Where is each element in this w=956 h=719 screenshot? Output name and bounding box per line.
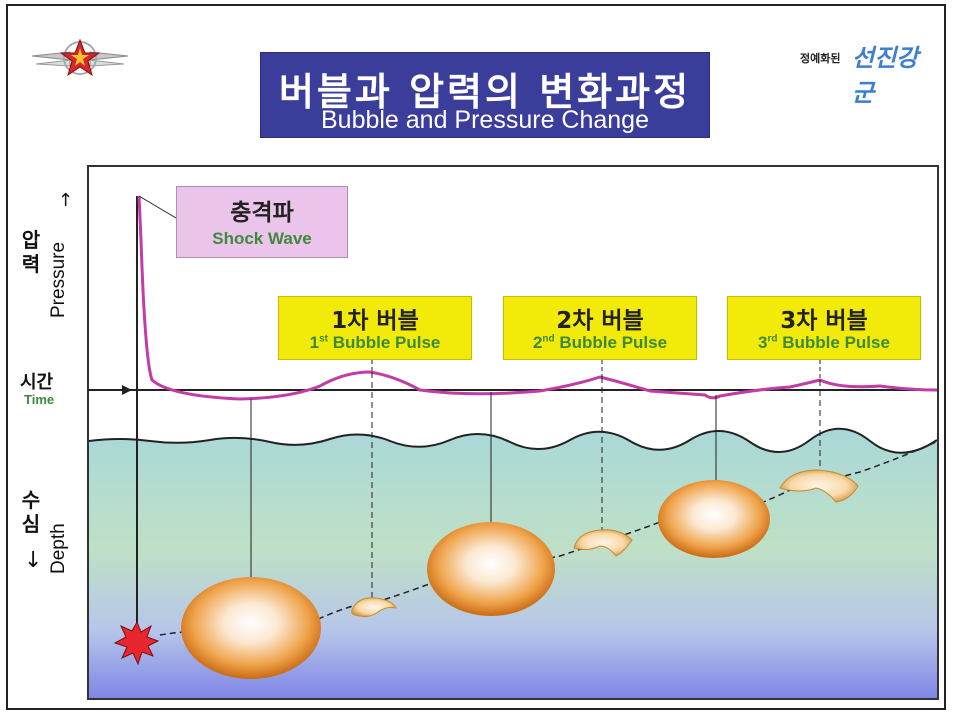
pressure-arrow-icon: ↑ xyxy=(58,190,74,211)
pulse-1-ordinal: 1 xyxy=(309,333,320,352)
pulse-1-english-wrap: 1st Bubble Pulse xyxy=(279,333,471,353)
pulse-3-ordinal: 3 xyxy=(758,333,768,352)
pulse-2-korean: 2차 버블 xyxy=(556,308,644,334)
shock-leader xyxy=(138,195,177,219)
time-label-korean: 시간 xyxy=(20,372,54,393)
title-korean: 버블과 압력의 변화과정 xyxy=(278,70,692,114)
slogan-logo: 정예화된 선진강군 xyxy=(790,38,940,107)
time-arrow-icon xyxy=(122,385,132,395)
pulse-2-callout: 2차 버블 2nd Bubble Pulse xyxy=(503,296,697,360)
collapsed-bubble-2 xyxy=(573,529,633,557)
collapsed-bubble-3 xyxy=(779,469,859,503)
bubble-3 xyxy=(658,480,770,558)
pulse-1-callout: 1차 버블 1st Bubble Pulse xyxy=(278,296,472,360)
slogan-script-text: 선진강군 xyxy=(852,43,919,107)
bubble-1 xyxy=(181,577,321,679)
depth-label-korean: 수심 xyxy=(21,488,41,536)
water-surface xyxy=(88,427,938,454)
time-label-english: Time xyxy=(24,392,55,407)
pulse-3-korean: 3차 버블 xyxy=(780,308,868,334)
shock-wave-callout: 충격파 Shock Wave xyxy=(176,186,348,258)
pulse-2-suffix: nd xyxy=(542,333,555,345)
title-banner: 버블과 압력의 변화과정 Bubble and Pressure Change xyxy=(260,52,710,138)
bubble-2 xyxy=(427,522,555,616)
army-emblem-icon xyxy=(31,38,129,77)
pulse-1-english: Bubble Pulse xyxy=(332,333,441,352)
explosion-star-icon xyxy=(113,620,160,666)
pulse-2-english: Bubble Pulse xyxy=(559,333,668,352)
depth-arrow-icon: ↓ xyxy=(24,548,43,573)
pulse-3-callout: 3차 버블 3rd Bubble Pulse xyxy=(727,296,921,360)
pulse-1-korean: 1차 버블 xyxy=(331,308,419,334)
pulse-3-english: Bubble Pulse xyxy=(782,333,890,352)
collapsed-bubble-1 xyxy=(351,597,397,617)
title-english: Bubble and Pressure Change xyxy=(320,106,649,134)
shock-wave-english: Shock Wave xyxy=(212,229,312,248)
pulse-3-suffix: rd xyxy=(767,333,778,345)
shock-wave-korean: 충격파 xyxy=(230,200,294,226)
pulse-2-english-wrap: 2nd Bubble Pulse xyxy=(504,333,696,353)
pulse-1-suffix: st xyxy=(319,333,328,345)
pulse-2-ordinal: 2 xyxy=(532,333,543,352)
slogan-small-text: 정예화된 xyxy=(800,52,841,65)
pressure-label-korean: 압력 xyxy=(21,228,41,276)
pulse-3-english-wrap: 3rd Bubble Pulse xyxy=(728,333,920,353)
pressure-curve xyxy=(137,195,938,401)
